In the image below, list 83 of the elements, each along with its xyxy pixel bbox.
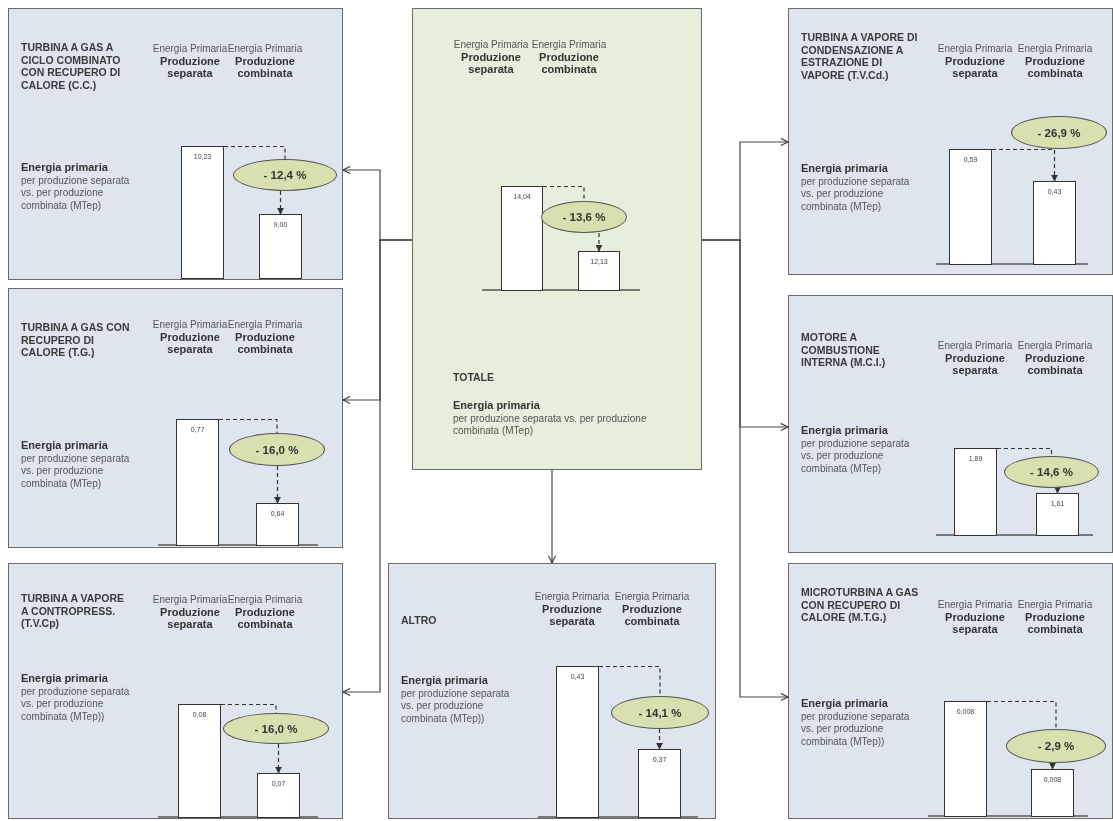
column-header: Energia Primaria Produzione separata [152,319,228,356]
category-panel [788,295,1113,553]
description: Energia primaria per produzione separata vs. per produzione combinata (MTep) [801,162,911,214]
dashed-arrow [274,465,281,504]
column-header: Energia Primaria Produzione separata [937,43,1013,80]
column-header: Energia Primaria Produzione combinata [227,594,303,631]
dashed-line [996,447,1053,457]
dashed-arrow [1049,762,1056,770]
panel-title: MICROTURBINA A GAS CON RECUPERO DI CALORE (M.T.G.) [801,586,920,624]
description: Energia primaria per produzione separata vs. per produzione combinata (MTep) [21,439,131,491]
percentage-label: - 16,0 % [254,722,298,735]
dashed-arrow [1054,486,1061,494]
description: Energia primaria per produzione separata vs. per produzione combinata (MTep) [801,424,911,476]
column-header: Energia Primaria Produzione separata [453,39,529,76]
percentage-ellipse [541,201,627,233]
bar [501,186,543,291]
dashed-arrow [991,148,1058,182]
dashed-arrow [275,743,282,774]
percentage-label: - 16,0 % [255,443,299,456]
category-panel [788,8,1113,275]
category-panel [8,288,343,548]
description: Energia primaria per produzione separata vs. per produzione combinata (MTep)) [801,697,911,749]
column-header: Energia Primaria Produzione combinata [1017,340,1093,377]
bar [176,419,219,546]
bar [259,214,302,279]
connector-arrow [547,469,557,564]
bar [578,251,620,291]
bar [954,448,997,536]
percentage-label: - 14,1 % [638,706,682,719]
category-panel [388,563,716,819]
percentage-label: - 12,4 % [263,169,307,181]
bar [256,503,299,546]
column-header: Energia Primaria Produzione separata [152,594,228,631]
bar [178,704,221,818]
column-header: Energia Primaria Produzione combinata [227,43,303,80]
bar [1033,181,1076,265]
dashed-line [223,145,286,160]
panel-title: MOTORE A COMBUSTIONE INTERNA (M.C.I.) [801,331,887,369]
column-header: Energia Primaria Produzione separata [152,43,228,80]
bar [638,749,681,818]
bar [257,773,300,818]
description: Energia primaria per produzione separata vs. per produzione combinata (MTep) [453,399,648,438]
panel-title: TOTALE [453,371,496,384]
connector-arrow [342,239,413,697]
percentage-label: - 14,6 % [1030,466,1073,478]
bar [181,146,224,279]
column-header: Energia Primaria Produzione combinata [531,39,607,76]
dashed-arrow [656,728,663,750]
bar [1036,493,1079,536]
percentage-label: - 2,9 % [1037,740,1075,752]
description: Energia primaria per produzione separata vs. per produzione combinata (MTep)) [401,674,511,726]
bar [944,701,987,817]
panel-title: TURBINA A GAS CON RECUPERO DI CALORE (T.G.) [21,321,131,359]
panel-title: TURBINA A VAPORE A CONTROPRESS. (T.V.Cp) [21,592,126,630]
percentage-label: - 13,6 % [562,211,606,223]
dashed-line [218,418,278,434]
bar [949,149,992,265]
bar [1031,769,1074,817]
column-header: Energia Primaria Produzione combinata [1017,43,1093,80]
category-panel [788,563,1113,819]
description: Energia primaria per produzione separata vs. per produzione combinata (MTep)) [21,672,131,724]
column-header: Energia Primaria Produzione separata [937,599,1013,636]
category-panel [8,8,343,280]
percentage-label: - 26,9 % [1037,126,1081,139]
summary-panel [412,8,702,470]
column-header: Energia Primaria Produzione combinata [1017,599,1093,636]
dashed-line [986,700,1057,730]
column-header: Energia Primaria Produzione combinata [227,319,303,356]
bar [556,666,599,818]
column-header: Energia Primaria Produzione separata [533,591,611,628]
dashed-line [598,665,661,697]
panel-title: TURBINA A GAS A CICLO COMBINATO CON RECUPERO DI CALORE (C.C.) [21,41,122,92]
percentage-ellipse [223,713,329,744]
column-header: Energia Primaria Produzione combinata [613,591,691,628]
description: Energia primaria per produzione separata vs. per produzione combinata (MTep) [21,161,131,213]
panel-title: ALTRO [401,614,438,627]
dashed-arrow [277,190,284,215]
category-panel [8,563,343,819]
column-header: Energia Primaria Produzione separata [937,340,1013,377]
dashed-arrow [595,232,603,252]
dashed-line [542,185,585,202]
connector-arrow [701,239,789,702]
panel-title: TURBINA A VAPORE DI CONDENSAZIONE A ESTRAZIONE DI VAPORE (T.V.Cd.) [801,31,919,82]
